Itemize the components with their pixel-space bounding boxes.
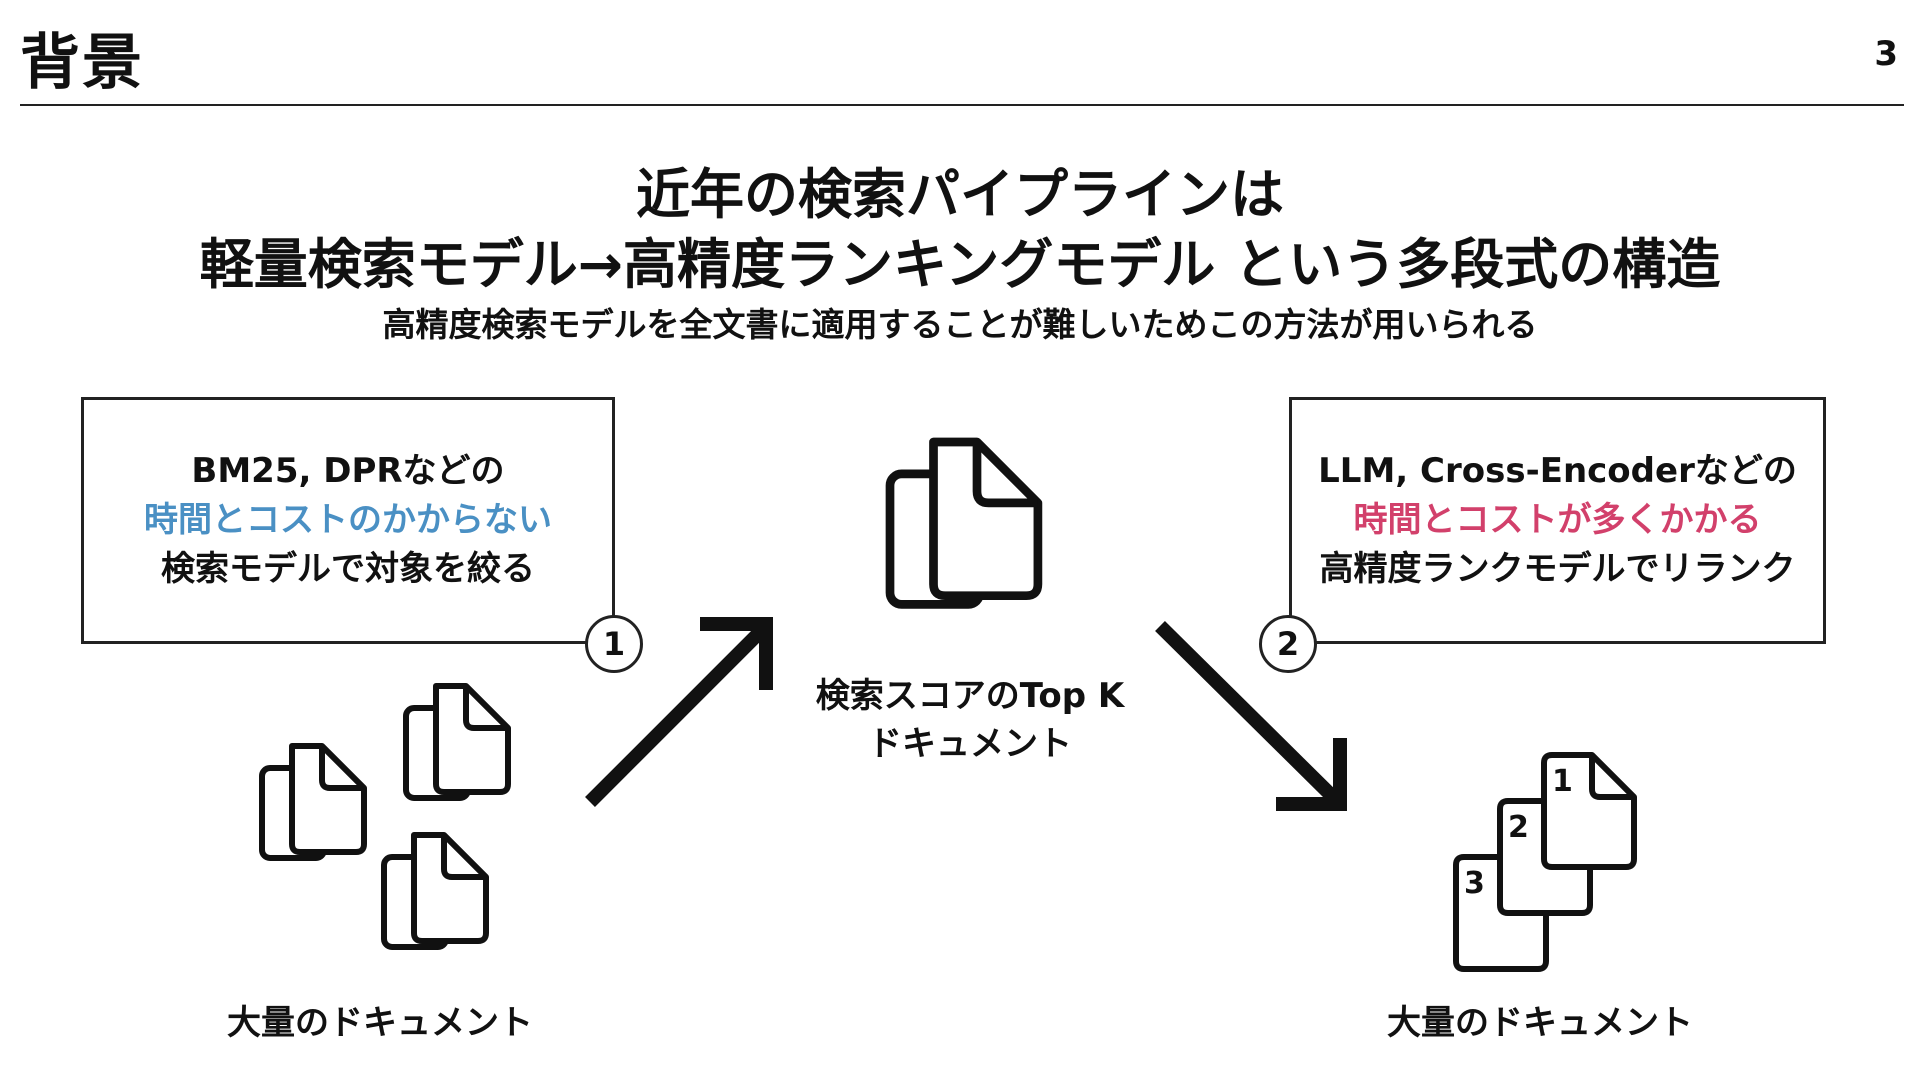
document-stack-icon [890, 442, 1038, 604]
arrow-down-right-icon [1155, 621, 1347, 811]
page-number: 3 [1874, 34, 1898, 74]
ranked-document-3: 3 [1456, 857, 1546, 969]
page-title: 背景 [20, 28, 144, 98]
rank-number-3: 3 [1464, 866, 1485, 901]
headline-subtitle: 高精度検索モデルを全文書に適用することが難しいためこの方法が用いられる [382, 305, 1538, 344]
input-documents-label: 大量のドキュメント [227, 1003, 533, 1043]
step-1-badge: 1 [585, 615, 643, 673]
rank-number-2: 2 [1508, 810, 1529, 845]
rerank-box-highlight: 時間とコストが多くかかる [1353, 500, 1762, 540]
rerank-model-box: LLM, Cross-Encoderなどの 時間とコストが多くかかる 高精度ラン… [1289, 397, 1826, 644]
headline-line-1: 近年の検索パイプラインは [636, 163, 1284, 226]
document-stack-icon [384, 835, 486, 947]
rerank-box-line-1: LLM, Cross-Encoderなどの [1318, 451, 1797, 491]
ranked-document-2: 2 [1500, 801, 1590, 913]
step-2-badge: 2 [1259, 615, 1317, 673]
document-stack-icon [262, 746, 364, 858]
retrieval-box-highlight: 時間とコストのかからない [144, 500, 552, 540]
header-divider [20, 104, 1904, 106]
arrow-up-right-icon [585, 617, 773, 807]
ranked-document-1: 1 [1544, 755, 1634, 867]
retrieval-box-line-3: 検索モデルで対象を絞る [161, 549, 535, 589]
top-k-label-line-1: 検索スコアのTop K [815, 676, 1125, 716]
document-stack-icon [406, 686, 508, 798]
top-k-label-line-2: ドキュメント [868, 724, 1072, 764]
retrieval-model-box: BM25, DPRなどの 時間とコストのかからない 検索モデルで対象を絞る [81, 397, 615, 644]
rank-number-1: 1 [1552, 764, 1573, 799]
rerank-box-line-3: 高精度ランクモデルでリランク [1319, 549, 1796, 589]
top-k-label: 検索スコアのTop K ドキュメント [780, 672, 1160, 768]
headline-line-2: 軽量検索モデル→高精度ランキングモデル という多段式の構造 [199, 233, 1721, 296]
retrieval-box-line-1: BM25, DPRなどの [191, 451, 505, 491]
reranked-documents-label: 大量のドキュメント [1387, 1003, 1693, 1043]
